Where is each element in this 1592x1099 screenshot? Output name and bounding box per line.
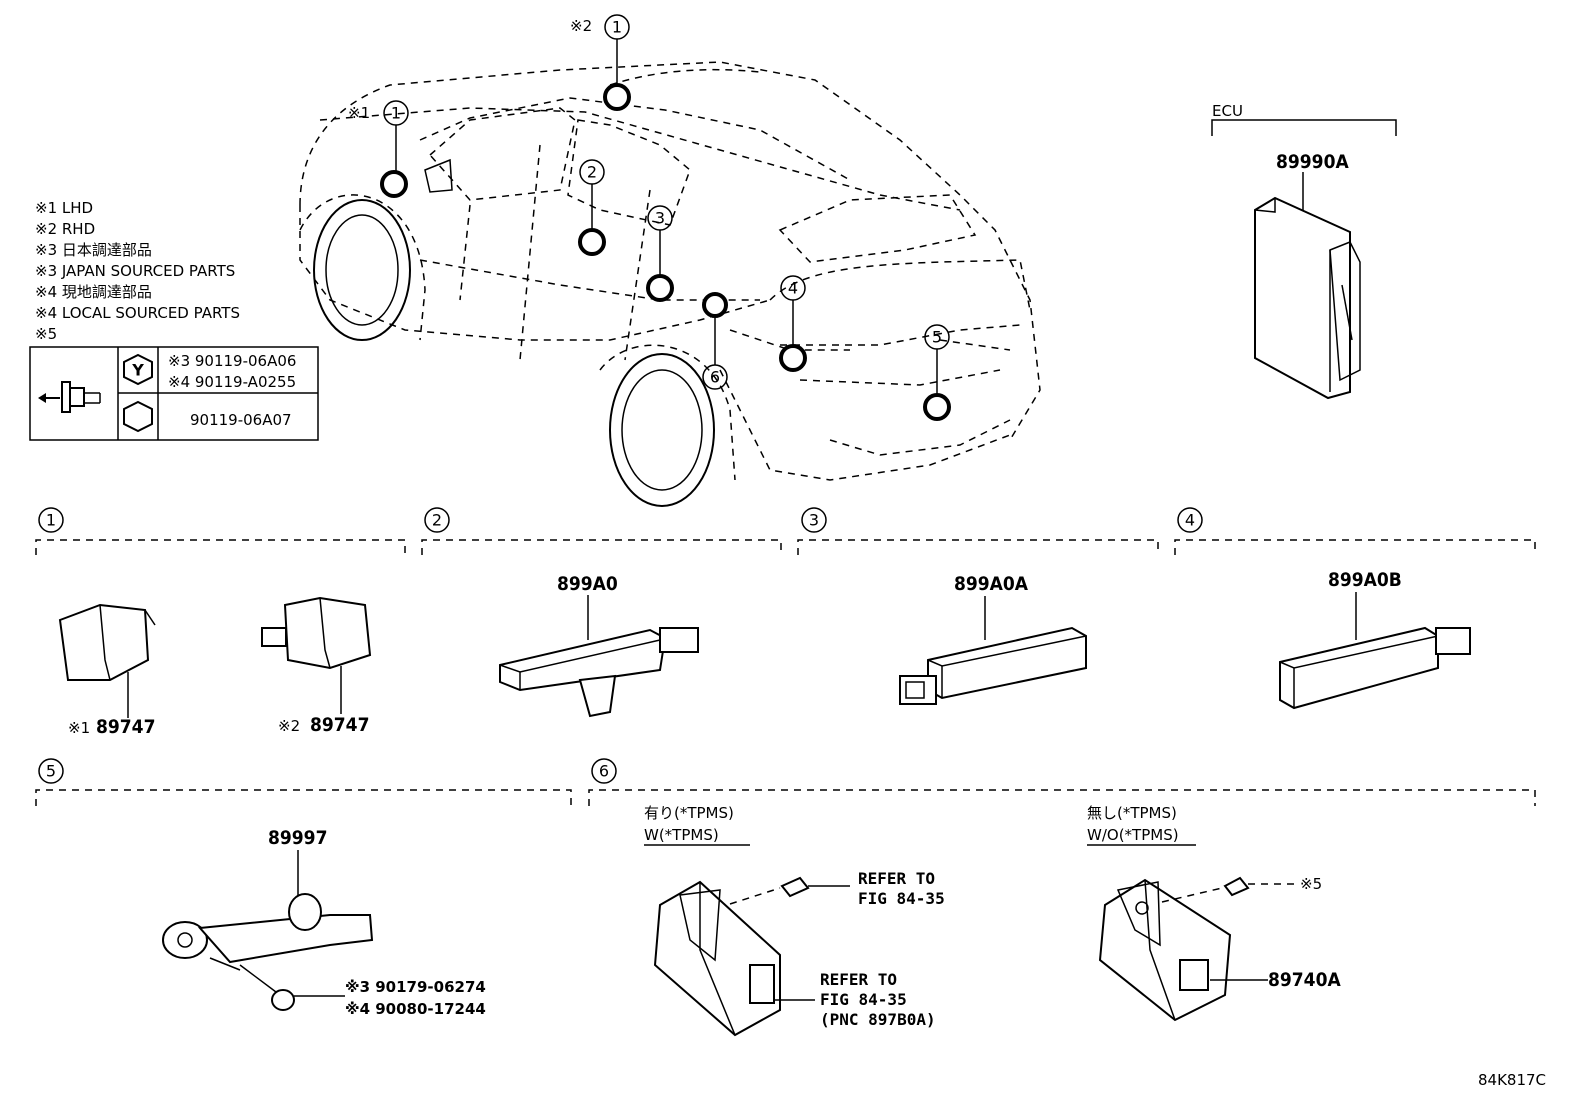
svg-text:899A0: 899A0: [557, 573, 618, 595]
svg-text:※4 LOCAL SOURCED PARTS: ※4 LOCAL SOURCED PARTS: [35, 304, 240, 322]
svg-text:(PNC 897B0A): (PNC 897B0A): [820, 1010, 936, 1029]
antenna-899a0a: [899, 626, 1087, 705]
antenna-899a0: [499, 627, 699, 718]
svg-text:※4 90080-17244: ※4 90080-17244: [345, 1000, 486, 1018]
svg-text:※4 90119-A0255: ※4 90119-A0255: [168, 373, 296, 391]
svg-text:※1: ※1: [348, 104, 370, 122]
group-5: 5 89997 ※3 90179-06274 ※4 90080-17244: [35, 758, 572, 1018]
sensor-89997: [162, 893, 374, 1011]
svg-text:※3 日本調達部品: ※3 日本調達部品: [35, 241, 152, 259]
group-6: 6 有り(*TPMS) W(*TPMS) REFER TO FIG 84-35 …: [588, 758, 1536, 1037]
svg-text:89747: 89747: [96, 716, 155, 738]
svg-text:※2: ※2: [570, 17, 592, 35]
location-marker-4: [779, 344, 807, 372]
svg-text:※1: ※1: [68, 719, 90, 737]
location-marker-3: [646, 274, 674, 302]
svg-text:※3 90119-06A06: ※3 90119-06A06: [168, 352, 296, 370]
hex-nut-y-icon: [123, 353, 153, 386]
legend: ※1 LHD ※2 RHD ※3 日本調達部品 ※3 JAPAN SOURCED…: [35, 199, 240, 343]
group-1: 1 ※1 89747 ※2 89747: [35, 507, 406, 738]
svg-text:※3 90179-06274: ※3 90179-06274: [345, 978, 486, 996]
callout-2: 2: [578, 159, 606, 256]
screw-without-tpms: [1161, 876, 1300, 903]
svg-text:※2 RHD: ※2 RHD: [35, 220, 95, 238]
hex-nut-icon: [123, 400, 153, 433]
svg-text:2: 2: [432, 511, 442, 530]
svg-text:※4 現地調達部品: ※4 現地調達部品: [35, 283, 152, 301]
svg-text:89747: 89747: [310, 714, 369, 736]
svg-text:REFER TO: REFER TO: [820, 970, 897, 989]
group-2: 2 899A0: [421, 507, 782, 718]
svg-text:1: 1: [391, 104, 401, 123]
svg-text:有り(*TPMS): 有り(*TPMS): [644, 804, 734, 822]
callout-1-rhd: ※2 1: [570, 14, 631, 111]
ecu-module: [1254, 196, 1361, 400]
callout-3: 3: [646, 205, 674, 302]
fastener-table: Y ※3 90119-06A06 ※4 90119-A0255 90119-06…: [29, 346, 319, 441]
svg-text:※1 LHD: ※1 LHD: [35, 199, 93, 217]
svg-text:W/O(*TPMS): W/O(*TPMS): [1087, 826, 1179, 844]
antenna-899a0b: [1279, 626, 1471, 710]
svg-text:89990A: 89990A: [1276, 151, 1349, 173]
svg-text:5: 5: [932, 328, 942, 347]
svg-text:4: 4: [1185, 511, 1195, 530]
svg-text:1: 1: [46, 511, 56, 530]
sensor-89747-lhd: [58, 603, 156, 681]
location-marker-2: [578, 228, 606, 256]
group-3: 3 899A0A: [797, 507, 1159, 705]
svg-text:Y: Y: [131, 361, 144, 380]
svg-text:3: 3: [655, 209, 665, 228]
svg-text:FIG 84-35: FIG 84-35: [820, 990, 907, 1009]
ecu-group: ECU 89990A: [1211, 102, 1397, 400]
svg-text:90119-06A07: 90119-06A07: [190, 411, 292, 429]
receiver-without-tpms: [1098, 878, 1232, 1022]
svg-text:※2: ※2: [278, 717, 300, 735]
svg-text:1: 1: [612, 18, 622, 37]
svg-text:89740A: 89740A: [1268, 969, 1341, 991]
svg-text:※5: ※5: [1300, 875, 1322, 893]
svg-text:6: 6: [710, 368, 720, 387]
svg-text:ECU: ECU: [1212, 102, 1243, 120]
svg-text:REFER TO: REFER TO: [858, 869, 935, 888]
location-marker-1-lhd: [380, 170, 408, 198]
location-marker-6: [702, 292, 728, 318]
svg-text:899A0B: 899A0B: [1328, 569, 1402, 591]
bolt-icon: [38, 381, 101, 413]
group-4: 4 899A0B: [1174, 507, 1536, 710]
svg-text:899A0A: 899A0A: [954, 573, 1029, 595]
receiver-with-tpms: [653, 880, 781, 1037]
figure-code: 84K817C: [1478, 1071, 1546, 1089]
callout-5: 5: [923, 324, 951, 421]
svg-text:4: 4: [788, 279, 798, 298]
location-marker-5: [923, 393, 951, 421]
svg-text:89997: 89997: [268, 827, 327, 849]
svg-text:無し(*TPMS): 無し(*TPMS): [1087, 804, 1177, 822]
svg-text:2: 2: [587, 163, 597, 182]
svg-text:3: 3: [809, 511, 819, 530]
sensor-89747-rhd: [261, 596, 372, 670]
vehicle-outline: [299, 61, 1041, 507]
clip-90179: [271, 989, 295, 1011]
callout-4: 4: [779, 275, 807, 372]
svg-text:※5: ※5: [35, 325, 57, 343]
svg-text:※3 JAPAN SOURCED PARTS: ※3 JAPAN SOURCED PARTS: [35, 262, 235, 280]
screw-with-tpms: [729, 876, 850, 905]
svg-text:FIG 84-35: FIG 84-35: [858, 889, 945, 908]
svg-text:6: 6: [599, 762, 609, 781]
callout-6: 6: [702, 292, 728, 390]
svg-text:5: 5: [46, 762, 56, 781]
svg-text:W(*TPMS): W(*TPMS): [644, 826, 719, 844]
location-marker-1-rhd: [603, 83, 631, 111]
callout-1-lhd: ※1 1: [348, 100, 409, 198]
